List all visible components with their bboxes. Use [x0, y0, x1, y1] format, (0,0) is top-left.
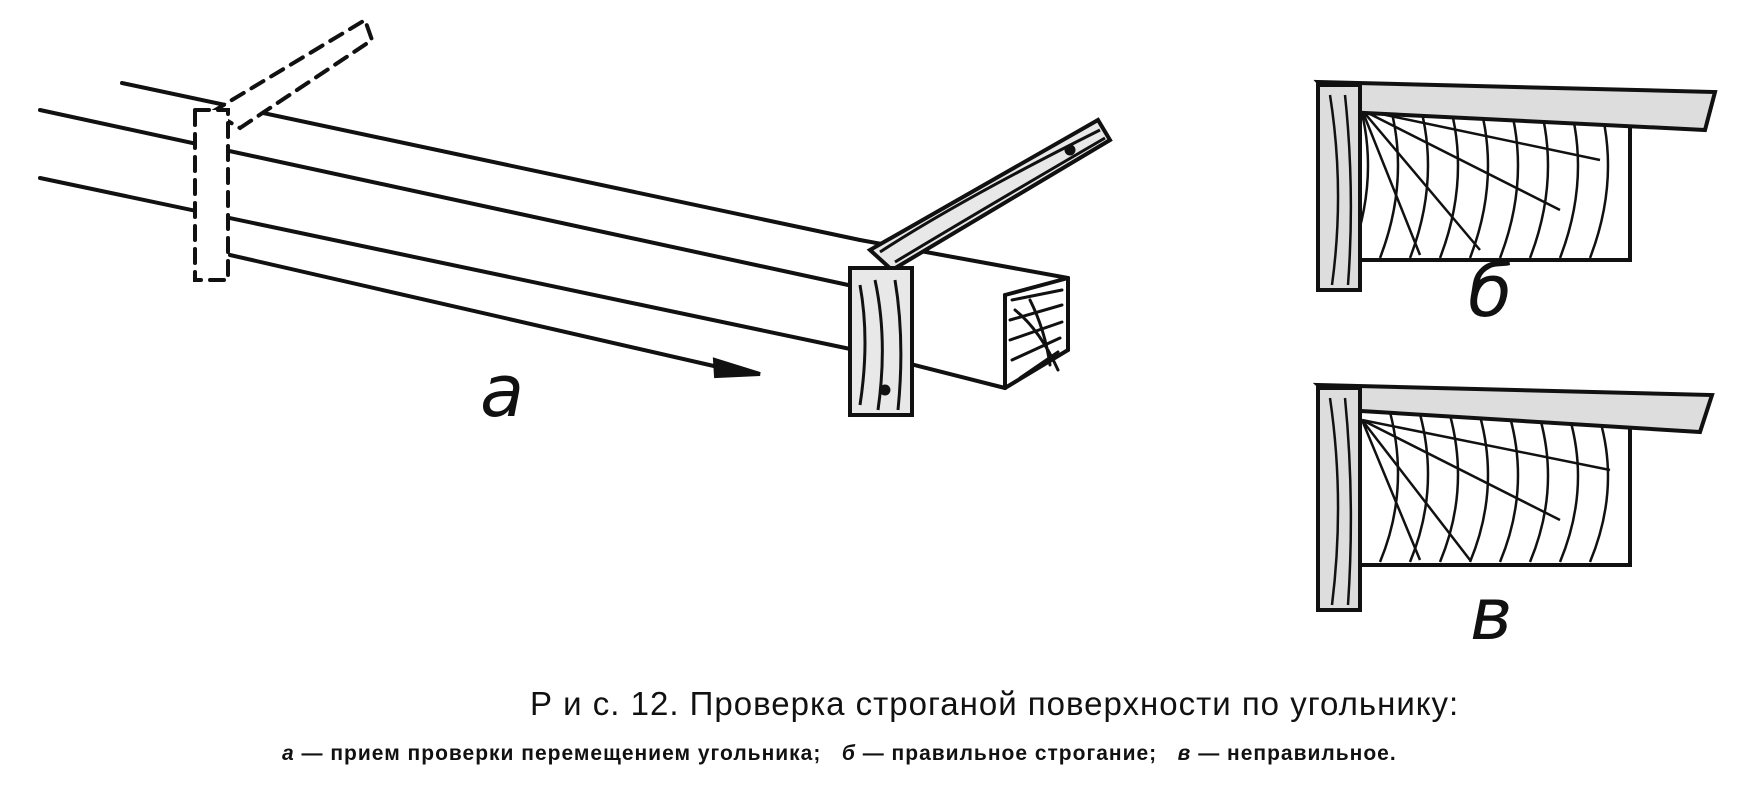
ghost-square-stock	[193, 108, 230, 282]
movement-arrow-head	[712, 357, 761, 379]
wood-square-blade	[866, 117, 1113, 273]
caption-key-c: в	[1177, 742, 1192, 765]
caption-text-c: — неправильное.	[1198, 742, 1397, 765]
panel-c-grain	[1360, 411, 1611, 563]
caption-text-a: — прием проверки перемещением угольника;	[301, 742, 822, 765]
wood-square	[848, 117, 1113, 417]
ghost-square-blade	[208, 17, 375, 131]
plank-middle-edge	[38, 108, 864, 290]
caption-title: Р и с. 12. Проверка строганой поверхност…	[530, 685, 1460, 722]
end-grain-hatch	[1008, 288, 1064, 380]
panel-c-drawing	[1312, 382, 1715, 612]
panel-b-drawing	[1313, 79, 1718, 292]
caption-text-b: — правильное строгание;	[862, 742, 1158, 765]
caption-key-a: а	[282, 742, 295, 765]
ghost-square	[193, 17, 375, 282]
panel-label-a: а	[480, 349, 525, 433]
caption-description: а — прием проверки перемещением угольник…	[282, 742, 1397, 766]
panel-b-grain	[1348, 104, 1610, 259]
panel-label-c: в	[1470, 572, 1513, 656]
caption-key-b: б	[841, 742, 856, 765]
plank-end-cap	[1003, 276, 1070, 297]
movement-arrow-line	[228, 253, 742, 374]
wood-grain	[858, 128, 1106, 411]
plank-end-bottom	[1003, 348, 1070, 390]
panel-a-drawing	[38, 81, 1070, 390]
panel-label-b: б	[1468, 249, 1513, 333]
plank-bottom-edge	[38, 176, 857, 352]
